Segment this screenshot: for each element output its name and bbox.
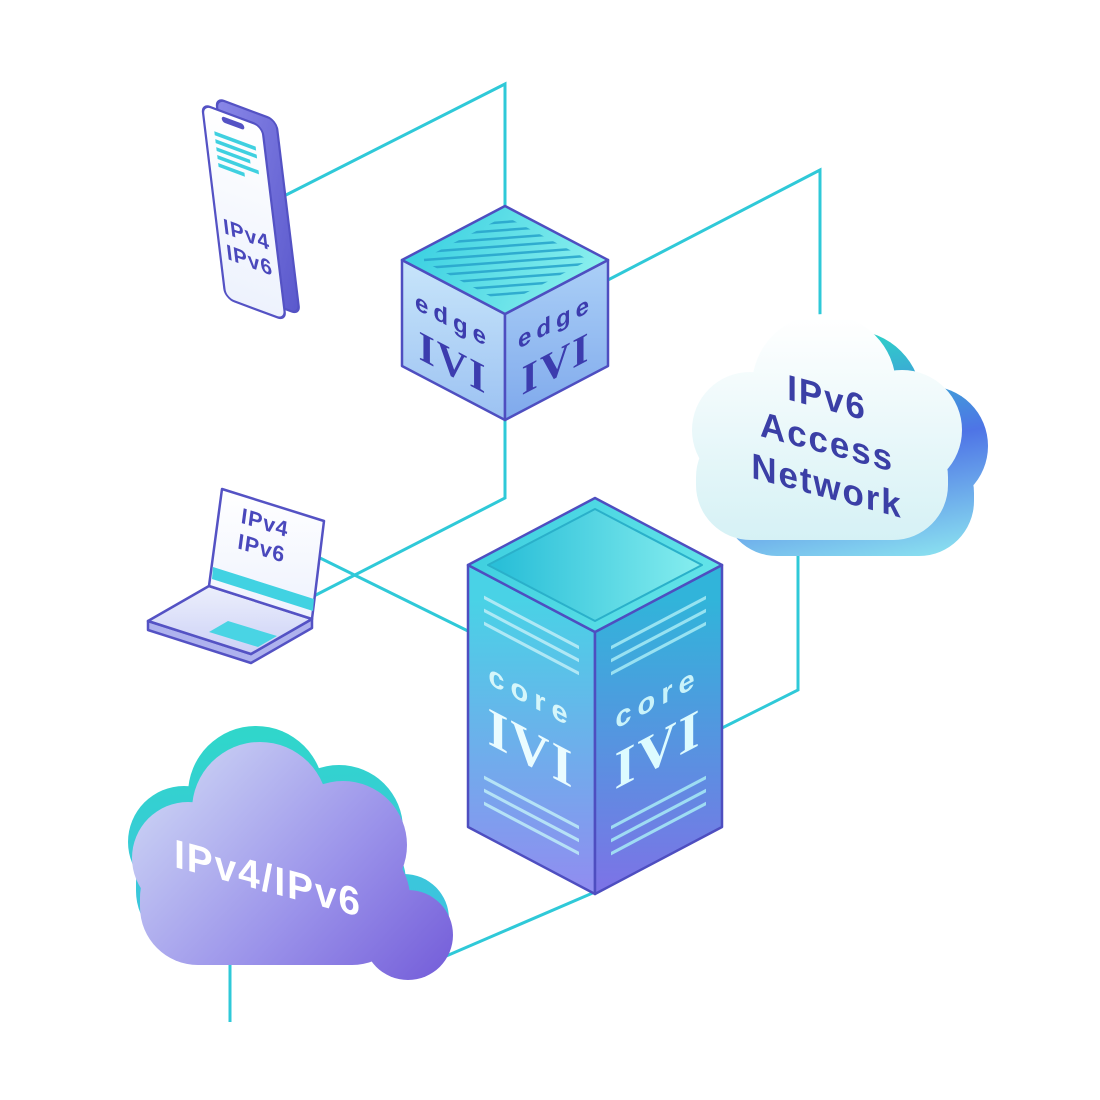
ipv6-access-network-cloud: IPv6 Access Network bbox=[692, 314, 988, 556]
core-right-vents-bottom bbox=[611, 775, 706, 856]
transit-cloud-body bbox=[132, 742, 453, 980]
laptop-screen-strip bbox=[212, 567, 314, 611]
connector-edge-to-laptop bbox=[309, 420, 507, 600]
connector-phone-to-edge bbox=[283, 81, 507, 262]
connector-access-cloud-to-core bbox=[711, 538, 800, 735]
phone-notch-icon bbox=[221, 116, 245, 130]
core-top-panel bbox=[487, 508, 703, 622]
connector-edge-to-access-cloud bbox=[605, 167, 822, 345]
phone-screen-lines bbox=[214, 131, 260, 177]
connector-core-to-transit-cloud bbox=[429, 890, 596, 965]
edge-cube-top-face bbox=[400, 204, 610, 316]
core-right-vents-top bbox=[611, 595, 706, 676]
laptop-device: IPv4 IPv6 bbox=[146, 487, 326, 665]
core-left-vents-top bbox=[484, 595, 579, 676]
ipv4-ipv6-cloud: IPv4/IPv6 bbox=[128, 726, 453, 980]
core-router-box: core IVI core IVI bbox=[466, 496, 724, 896]
core-left-vents-bottom bbox=[484, 775, 579, 856]
access-cloud-body bbox=[692, 314, 962, 540]
connector-lines bbox=[228, 81, 822, 1022]
edge-router-cube: edge IVI edge IVI bbox=[400, 204, 610, 422]
laptop-trackpad bbox=[209, 621, 277, 647]
connector-laptop-to-core bbox=[317, 555, 471, 634]
phone-device: IPv4 IPv6 bbox=[201, 99, 300, 320]
